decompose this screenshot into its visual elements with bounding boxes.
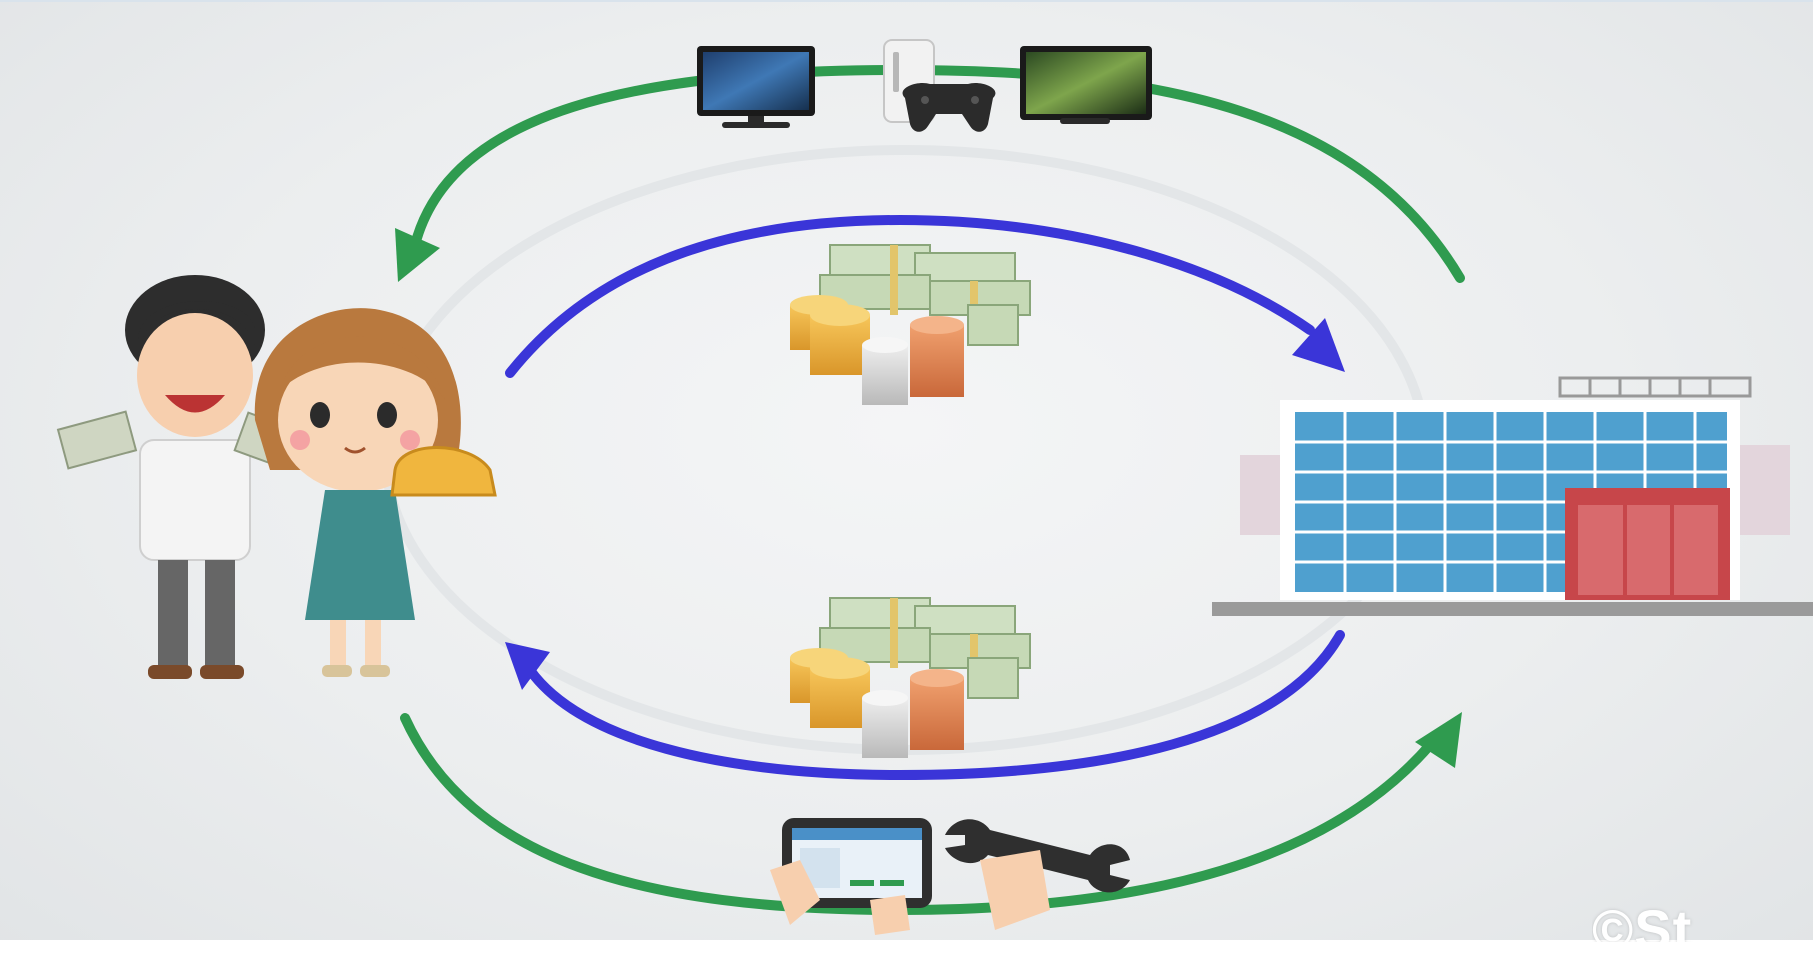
monitor-icon xyxy=(1020,46,1152,124)
wrench-icon xyxy=(945,819,1130,930)
office-building-icon xyxy=(1212,376,1813,616)
tablet-icon xyxy=(770,818,932,935)
monitor-icon xyxy=(697,46,815,128)
coin-stacks-icon xyxy=(790,648,1019,758)
bottom-band xyxy=(0,940,1813,954)
game-console-icon xyxy=(883,39,996,132)
money-flow-top-arrow xyxy=(505,214,1345,378)
woman-holding-purse xyxy=(254,308,497,677)
money-flow-bottom-arrow xyxy=(505,630,1345,781)
cash-stacks-icon xyxy=(819,244,1031,316)
watermark: ©St xyxy=(1592,902,1693,942)
top-border-line xyxy=(0,0,1813,2)
coin-stacks-icon xyxy=(790,295,1019,405)
man-holding-money xyxy=(56,275,297,679)
purse-icon xyxy=(390,446,497,497)
cash-stacks-icon xyxy=(819,597,1031,669)
